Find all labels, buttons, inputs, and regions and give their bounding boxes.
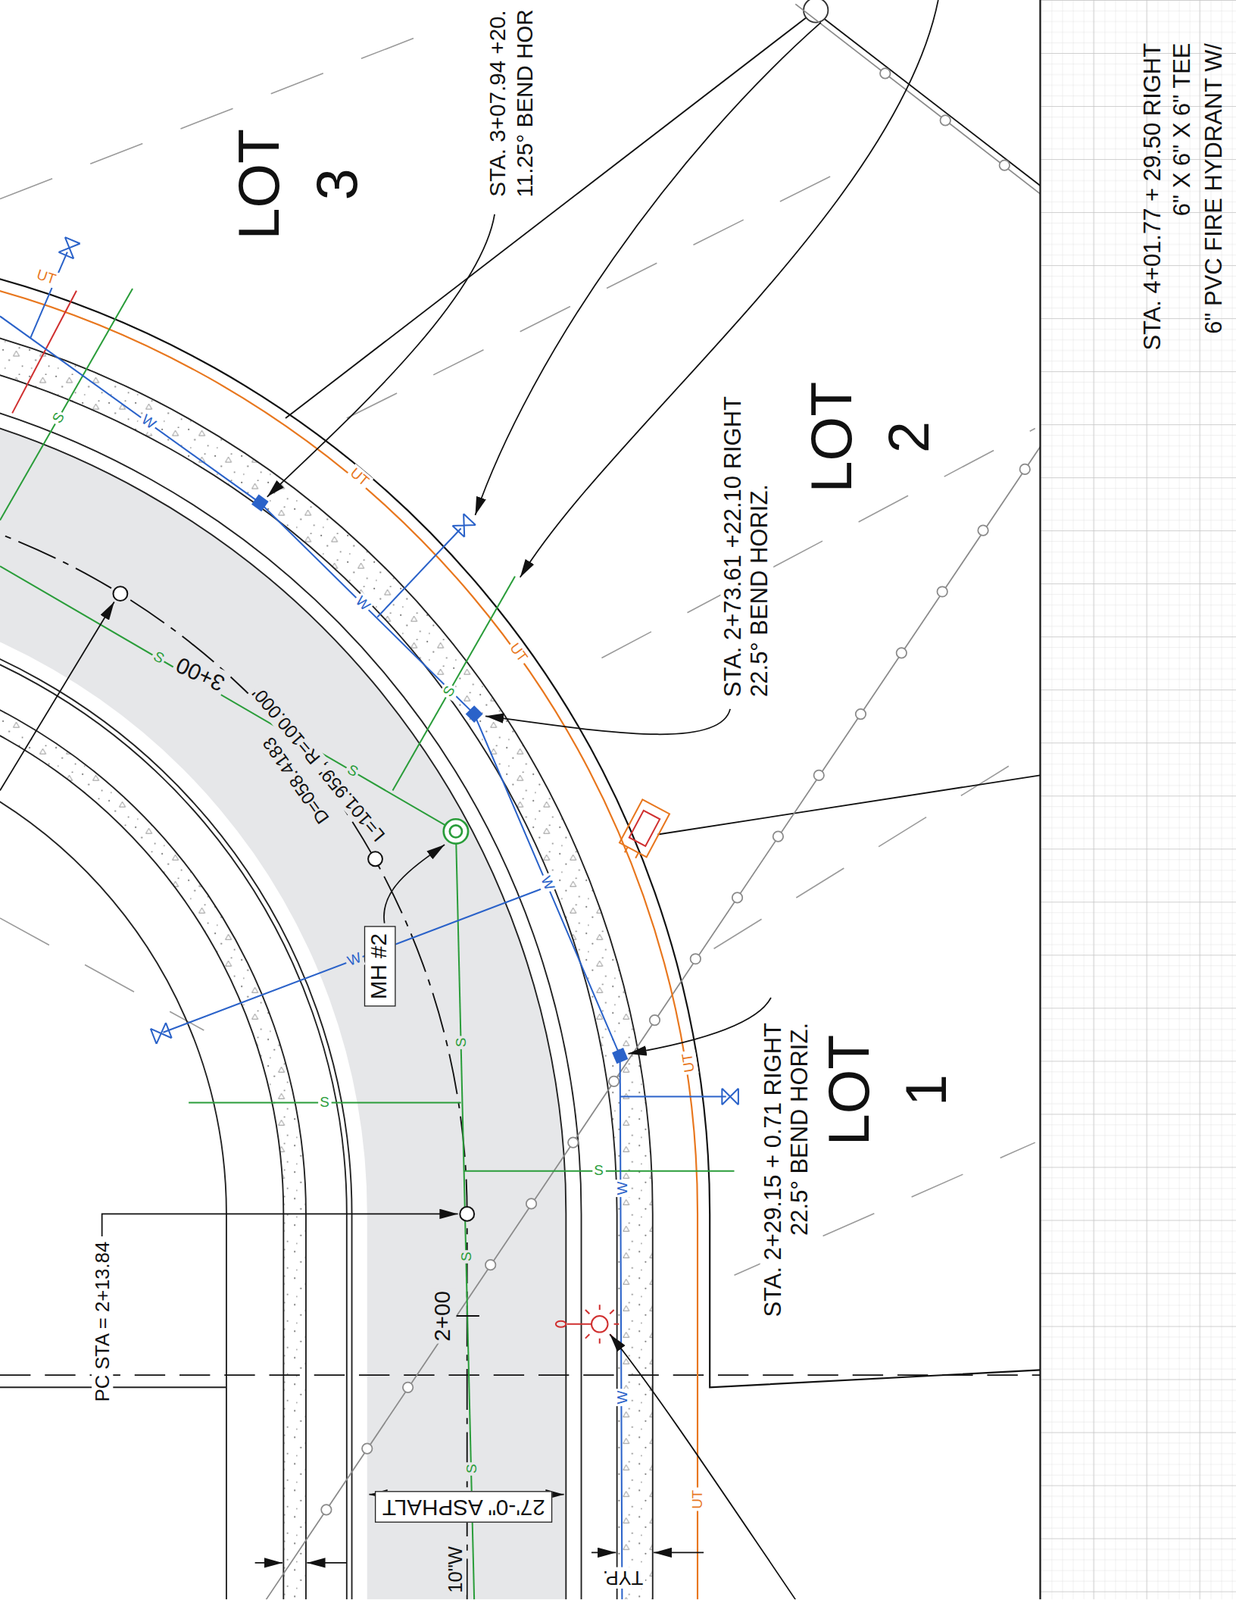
overhead-line <box>265 3 1040 1599</box>
dimension-text: 10"W <box>444 1543 467 1595</box>
pi-points <box>112 586 475 1221</box>
dimension-text: TYP. <box>600 1566 646 1589</box>
streetlight <box>555 1304 619 1343</box>
station-callout: STA. 4+01.77 + 29.50 RIGHT <box>1139 40 1166 352</box>
line-tag: S <box>452 1035 469 1049</box>
utility-pedestal <box>616 799 670 862</box>
station-callout: 6" PVC FIRE HYDRANT W/ <box>1200 40 1227 336</box>
centerline <box>0 496 468 1600</box>
property-line <box>0 1373 1040 1376</box>
station-callout: 22.5° BEND HORIZ. <box>746 481 774 699</box>
station-callout: STA. 2+29.15 + 0.71 RIGHT <box>759 1020 787 1319</box>
sidewalk <box>0 314 653 1600</box>
station-callout: STA. 2+73.61 +22.10 RIGHT <box>720 393 747 699</box>
line-tag: S <box>458 1249 475 1264</box>
line-tag: UT <box>678 1049 699 1075</box>
manhole <box>443 818 469 843</box>
leader-lines <box>0 0 939 1599</box>
manhole-label: MH #2 <box>363 925 395 1006</box>
bend-fittings <box>251 494 628 1065</box>
station-callout: 11.25° BEND HOR <box>512 6 538 200</box>
station-callout: STA. 3+07.94 +20. <box>485 7 511 199</box>
line-tag: W <box>614 1179 631 1197</box>
grid-panel <box>1039 0 1236 1599</box>
line-tag: UT <box>344 463 373 491</box>
line-tag: S <box>317 1094 331 1111</box>
curve-point-label: PC STA = 2+13.84 <box>90 1239 113 1404</box>
line-tag: UT <box>689 1487 706 1511</box>
curb-lines <box>0 314 653 1600</box>
station-label: 2+00 <box>430 1288 456 1343</box>
line-tag: UT <box>32 265 60 289</box>
line-tag: S <box>463 1461 480 1476</box>
lot-label: LOT 3 <box>221 112 376 254</box>
lot-label: LOT 1 <box>810 1018 965 1160</box>
sidewalk <box>0 654 306 1599</box>
line-tag: W <box>614 1388 631 1406</box>
station-callout: 6" X 6" X 6" TEE <box>1170 40 1197 219</box>
sewer-lines <box>0 288 735 1599</box>
lot-lines <box>285 9 1040 834</box>
station-callout: 22.5° BEND HORIZ. <box>786 1020 813 1237</box>
line-tag: S <box>47 408 69 428</box>
sheet-border <box>1039 0 1041 1599</box>
dimension-text: 27'-0" ASPHALT <box>375 1490 553 1522</box>
line-tag: S <box>592 1162 606 1179</box>
lot-label: LOT 2 <box>792 365 948 507</box>
gas-line <box>12 290 77 414</box>
station-tick <box>455 1314 480 1317</box>
utility-trench <box>0 268 698 1599</box>
